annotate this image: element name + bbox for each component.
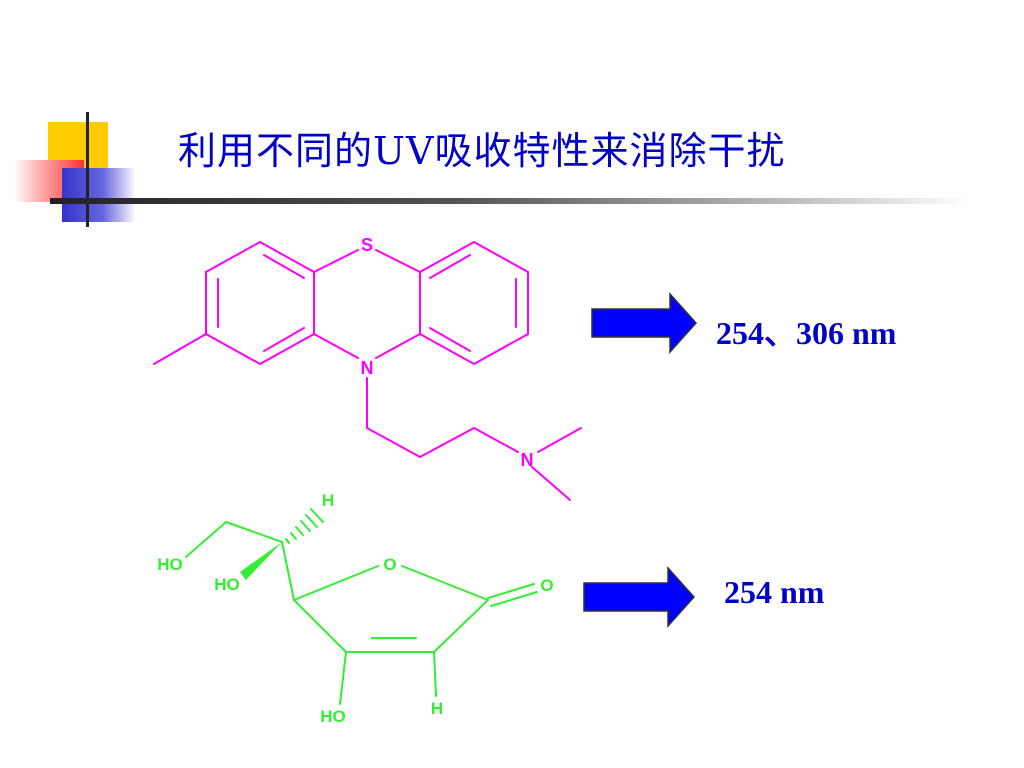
carbonyl-oxygen-label: O bbox=[540, 576, 553, 595]
ring-nitrogen-label: N bbox=[361, 358, 374, 378]
slide-title: 利用不同的UV吸收特性来消除干扰 bbox=[178, 129, 786, 173]
amine-nitrogen-label: N bbox=[521, 450, 534, 470]
ring-oxygen-label: O bbox=[383, 555, 396, 574]
bottom-hydrogen-label: H bbox=[431, 699, 443, 718]
side-hydroxyl-label: HO bbox=[157, 555, 183, 574]
wedge-hydroxyl-label: HO bbox=[214, 575, 240, 594]
title-underline bbox=[50, 198, 970, 204]
molecule-2-wavelength: 254 nm bbox=[724, 574, 825, 610]
top-hydrogen-label: H bbox=[322, 491, 334, 510]
bottom-hydroxyl-label: HO bbox=[320, 707, 346, 726]
sulfur-atom-label: S bbox=[361, 235, 373, 255]
arrow-right-icon-2 bbox=[583, 566, 696, 628]
molecule-1-wavelength: 254、306 nm bbox=[716, 315, 897, 351]
deco-vertical-line bbox=[86, 112, 89, 227]
deco-blue-block bbox=[62, 168, 136, 222]
arrow-right-icon bbox=[591, 292, 698, 354]
